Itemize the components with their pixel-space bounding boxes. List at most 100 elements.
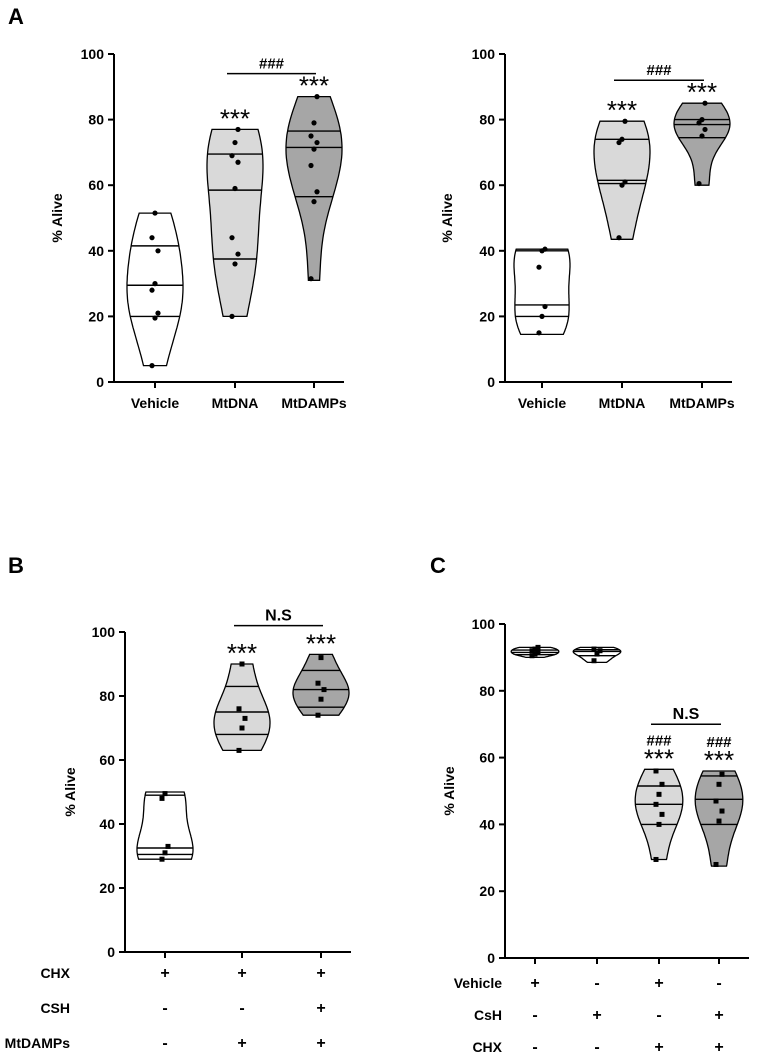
data-point (719, 771, 725, 777)
data-point (716, 781, 722, 787)
condition-mark: - (532, 1039, 537, 1056)
condition-mark: + (714, 1007, 723, 1024)
y-axis-label: % Alive (439, 193, 455, 242)
condition-mark: - (239, 1000, 244, 1017)
data-point (699, 117, 705, 123)
condition-mark: + (592, 1007, 601, 1024)
data-point (536, 330, 542, 336)
data-point (235, 251, 241, 257)
condition-mark: - (532, 1007, 537, 1024)
y-tick-label: 100 (81, 46, 105, 62)
data-point (713, 861, 719, 867)
data-point (315, 712, 321, 718)
y-tick-label: 20 (479, 883, 495, 899)
condition-mark: + (654, 975, 663, 992)
violin-body (673, 102, 731, 186)
y-tick-label: 40 (479, 243, 495, 259)
comparison-label: N.S (673, 706, 700, 723)
data-point (155, 310, 161, 316)
y-tick-label: 20 (99, 880, 115, 896)
data-point (155, 248, 161, 254)
y-axis-label: % Alive (49, 193, 65, 242)
data-point (619, 136, 625, 142)
y-tick-label: 0 (107, 944, 115, 960)
data-point (235, 126, 241, 133)
comparison-label: ### (646, 62, 672, 79)
condition-label: MtDAMPs (5, 1035, 71, 1051)
y-tick-label: 60 (88, 177, 104, 193)
data-point (532, 651, 538, 657)
condition-mark: - (594, 1039, 599, 1056)
y-tick-label: 40 (88, 243, 104, 259)
data-point (232, 261, 238, 267)
data-point (242, 715, 248, 721)
data-point (152, 210, 158, 216)
data-point (314, 94, 320, 100)
data-point (542, 303, 548, 310)
data-point (311, 146, 317, 152)
data-point (542, 246, 548, 252)
data-point (713, 798, 719, 804)
data-point (236, 706, 242, 712)
data-point (152, 315, 158, 321)
condition-label: CSH (40, 1000, 70, 1016)
violin-body (513, 248, 571, 336)
data-point (152, 281, 158, 287)
condition-mark: - (656, 1007, 661, 1024)
significance-hash: ### (706, 734, 732, 751)
data-point (653, 768, 659, 774)
data-point (311, 120, 317, 126)
data-point (529, 648, 535, 654)
significance-stars: *** (687, 77, 717, 107)
condition-mark: + (316, 965, 325, 982)
violin-body (136, 791, 194, 860)
condition-label: Vehicle (454, 975, 502, 991)
condition-label: CHX (40, 965, 70, 981)
data-point (149, 235, 155, 241)
data-point (539, 313, 545, 319)
data-point (236, 747, 242, 753)
condition-label: CHX (472, 1039, 502, 1055)
data-point (719, 808, 725, 814)
x-tick-label: MtDAMPs (281, 395, 347, 411)
y-tick-label: 40 (479, 816, 495, 832)
condition-mark: + (316, 1000, 325, 1017)
data-point (656, 821, 662, 827)
data-point (699, 133, 705, 139)
significance-stars: *** (220, 103, 250, 133)
data-point (716, 818, 722, 824)
data-point (235, 159, 241, 165)
y-tick-label: 40 (99, 816, 115, 832)
data-point (162, 850, 168, 856)
data-point (622, 179, 628, 185)
y-tick-label: 80 (479, 683, 495, 699)
data-point (535, 649, 541, 655)
condition-mark: - (716, 975, 721, 992)
data-point (616, 139, 622, 146)
data-point (659, 811, 665, 817)
significance-stars: *** (227, 638, 257, 668)
y-tick-label: 100 (472, 616, 496, 632)
data-point (702, 100, 708, 106)
data-point (529, 653, 535, 659)
data-point (318, 696, 324, 702)
data-point (594, 651, 600, 657)
condition-mark: + (237, 965, 246, 982)
data-point (308, 276, 314, 282)
data-point (314, 139, 320, 146)
condition-mark: + (714, 1039, 723, 1056)
condition-mark: - (162, 1000, 167, 1017)
violin-body (694, 770, 744, 867)
condition-mark: + (160, 965, 169, 982)
data-point (239, 661, 245, 667)
violin-body (206, 128, 264, 318)
violin-body (292, 653, 350, 716)
data-point (597, 648, 603, 654)
data-point (232, 185, 238, 192)
comparison-label: ### (259, 56, 285, 73)
